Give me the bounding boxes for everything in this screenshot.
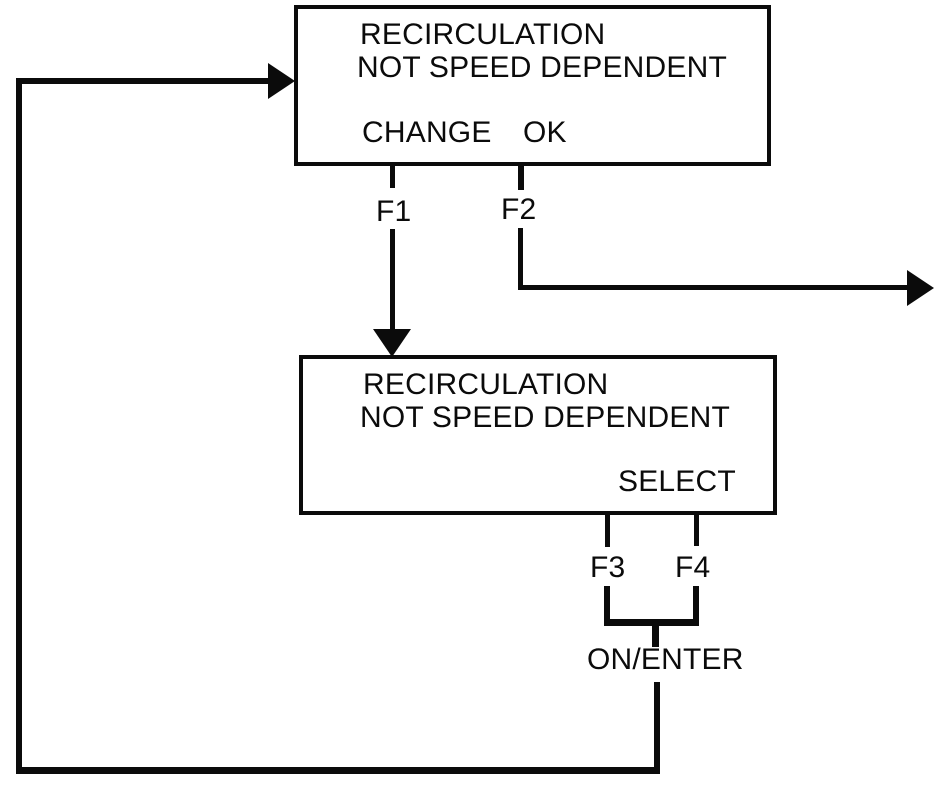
connector-loop-left bbox=[16, 79, 22, 772]
key-label-f2: F2 bbox=[501, 193, 537, 226]
connector-bracket-stub bbox=[652, 624, 659, 647]
display-bottom-line2: NOT SPEED DEPENDENT bbox=[360, 401, 730, 434]
connector-f1-stub bbox=[390, 166, 395, 188]
key-label-f1: F1 bbox=[376, 195, 412, 228]
key-label-f4: F4 bbox=[675, 551, 711, 584]
connector-loop-bottom bbox=[16, 767, 660, 774]
key-label-f3: F3 bbox=[590, 551, 626, 584]
display-top-softkey-change: CHANGE bbox=[362, 116, 492, 149]
display-top-line1: RECIRCULATION bbox=[360, 18, 606, 51]
display-box-bottom: RECIRCULATION NOT SPEED DEPENDENT SELECT bbox=[299, 355, 777, 515]
connector-f2-stub bbox=[518, 166, 524, 190]
display-bottom-line1: RECIRCULATION bbox=[363, 368, 609, 401]
key-label-on-enter: ON/ENTER bbox=[587, 643, 744, 676]
display-top-line2: NOT SPEED DEPENDENT bbox=[357, 51, 727, 84]
connector-f1-line bbox=[390, 229, 395, 330]
display-box-top: RECIRCULATION NOT SPEED DEPENDENT CHANGE… bbox=[294, 5, 771, 166]
connector-loop-drop bbox=[654, 682, 660, 770]
connector-loop-top bbox=[16, 78, 270, 84]
connector-f3-stub bbox=[605, 515, 610, 547]
display-top-softkey-ok: OK bbox=[523, 116, 567, 149]
arrowhead-down-icon bbox=[373, 329, 411, 357]
connector-f3-vline bbox=[604, 586, 610, 622]
connector-f2-vline bbox=[518, 228, 523, 290]
connector-bracket-horizontal bbox=[604, 619, 699, 626]
display-bottom-softkey-select: SELECT bbox=[618, 465, 736, 498]
connector-f4-vline bbox=[693, 586, 699, 622]
connector-f4-stub bbox=[694, 515, 699, 546]
arrowhead-right-return-icon bbox=[268, 63, 295, 99]
arrowhead-right-exit-icon bbox=[907, 270, 934, 306]
connector-f2-hline bbox=[518, 285, 908, 290]
